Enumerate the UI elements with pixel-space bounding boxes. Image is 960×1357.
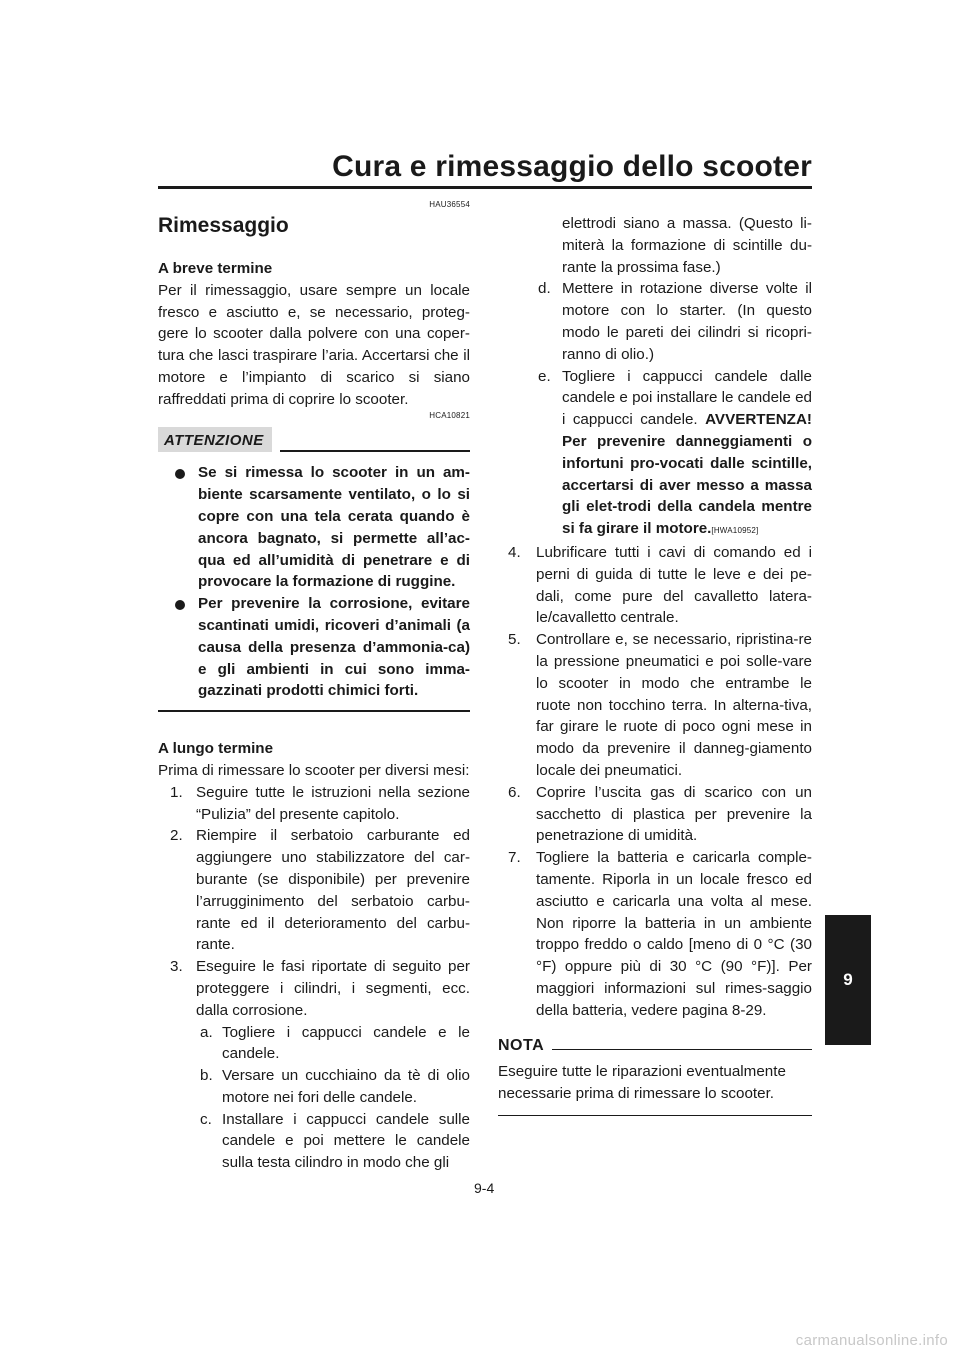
list-number: 7. — [508, 849, 521, 867]
list-item: 3. Eseguire le fasi riportate di seguito… — [158, 956, 470, 1021]
sub-list-text: Togliere i cappucci candele e le candele… — [222, 1023, 470, 1063]
caution-body: Se si rimessa lo scooter in un am-biente… — [158, 452, 470, 702]
list-item: 1. Seguire tutte le istruzioni nella sez… — [158, 782, 470, 826]
list-text: Lubrificare tutti i cavi di comando ed i… — [536, 543, 812, 627]
sub-list-text: Mettere in rotazione diverse volte il mo… — [562, 280, 812, 363]
caution-label: ATTENZIONE — [158, 426, 272, 453]
right-column: elettrodi siano a massa. (Questo li-mite… — [498, 213, 812, 1116]
short-term-heading: A breve termine — [158, 260, 273, 277]
note-header: NOTA — [498, 1035, 812, 1057]
title-rule — [158, 186, 812, 189]
caution-bullet-text: Per prevenire la corrosione, evitare sca… — [198, 595, 470, 700]
sub-list-text: Togliere i cappucci candele dalle candel… — [562, 367, 812, 429]
watermark: carmanualsonline.info — [795, 1332, 948, 1349]
note-label: NOTA — [498, 1037, 545, 1055]
page-title: Cura e rimessaggio dello scooter — [332, 150, 812, 183]
sub-list-text: elettrodi siano a massa. (Questo li-mite… — [562, 215, 812, 276]
section-title: Rimessaggio — [158, 214, 289, 237]
caution-bullet: Se si rimessa lo scooter in un am-biente… — [158, 462, 470, 593]
note-text: Eseguire tutte le riparazioni eventualme… — [498, 1063, 786, 1103]
list-item: 6. Coprire l’uscita gas di scarico con u… — [498, 782, 812, 847]
sub-list-letter: c. — [200, 1110, 212, 1128]
list-number: 5. — [508, 631, 521, 649]
list-number: 3. — [170, 958, 183, 976]
list-item: 4. Lubrificare tutti i cavi di comando e… — [498, 542, 812, 629]
sub-list-item: a. Togliere i cappucci candele e le cand… — [158, 1022, 470, 1066]
sub-list-item: d. Mettere in rotazione diverse volte il… — [498, 278, 812, 365]
list-number: 4. — [508, 543, 521, 561]
page-number: 9-4 — [474, 1180, 495, 1196]
note-rule — [552, 1048, 812, 1050]
reference-code: HAU36554 — [429, 200, 470, 209]
list-text: Coprire l’uscita gas di scarico con un s… — [536, 783, 812, 845]
caution-end-rule — [158, 710, 470, 713]
list-number: 1. — [170, 783, 183, 801]
caution-box: ATTENZIONE Se si rimessa lo scooter in u… — [158, 426, 470, 713]
caution-bullet: Per prevenire la corrosione, evitare sca… — [158, 593, 470, 702]
list-item: 2. Riempire il serbatoio carburante ed a… — [158, 825, 470, 956]
sub-list-item: c. Installare i cappucci candele sulle c… — [158, 1109, 470, 1174]
list-text: Seguire tutte le istruzioni nella sezion… — [196, 783, 470, 823]
list-item: 5. Controllare e, se necessario, riprist… — [498, 629, 812, 782]
chapter-tab-number: 9 — [843, 970, 853, 989]
caution-header: ATTENZIONE — [158, 426, 470, 453]
warning-text: AVVERTENZA! Per prevenire danneggiamenti… — [562, 411, 812, 538]
sub-list-text: Versare un cucchiaino da tè di olio moto… — [222, 1067, 470, 1106]
sub-list-letter: d. — [538, 280, 551, 298]
list-text: Controllare e, se necessario, ripristina… — [536, 631, 812, 779]
long-term-heading: A lungo termine — [158, 740, 274, 758]
long-term-intro: Prima di rimessare lo scooter per divers… — [158, 761, 470, 779]
sub-list-letter: b. — [200, 1067, 213, 1085]
short-term-text: Per il rimessaggio, usare sempre un loca… — [158, 281, 470, 408]
bullet-icon — [175, 600, 185, 611]
chapter-tab: 9 — [825, 915, 871, 1045]
reference-code: HCA10821 — [429, 410, 470, 420]
list-text: Eseguire le fasi riportate di seguito pe… — [196, 958, 470, 1019]
list-text: Riempire il serbatoio carburante ed aggi… — [196, 827, 470, 954]
list-text: Togliere la batteria e caricarla comple-… — [536, 849, 812, 1019]
caution-rule — [279, 450, 470, 453]
sub-list-letter: e. — [538, 367, 551, 385]
list-number: 6. — [508, 783, 521, 801]
caution-bullet-text: Se si rimessa lo scooter in un am-biente… — [198, 464, 470, 591]
sub-list-item: e. Togliere i cappucci candele dalle can… — [498, 366, 812, 542]
sub-list-text: Installare i cappucci candele sulle cand… — [222, 1110, 470, 1172]
sub-list-continuation: elettrodi siano a massa. (Questo li-mite… — [498, 213, 812, 278]
left-column: HAU36554 Rimessaggio A breve termine Per… — [158, 200, 470, 1174]
list-item: 7. Togliere la batteria e caricarla comp… — [498, 847, 812, 1021]
list-number: 2. — [170, 827, 183, 845]
sub-list-item: b. Versare un cucchiaino da tè di olio m… — [158, 1065, 470, 1109]
bullet-icon — [175, 469, 185, 480]
note-end-rule — [498, 1114, 812, 1116]
reference-code: [HWA10952] — [711, 526, 759, 536]
sub-list-letter: a. — [200, 1023, 213, 1041]
